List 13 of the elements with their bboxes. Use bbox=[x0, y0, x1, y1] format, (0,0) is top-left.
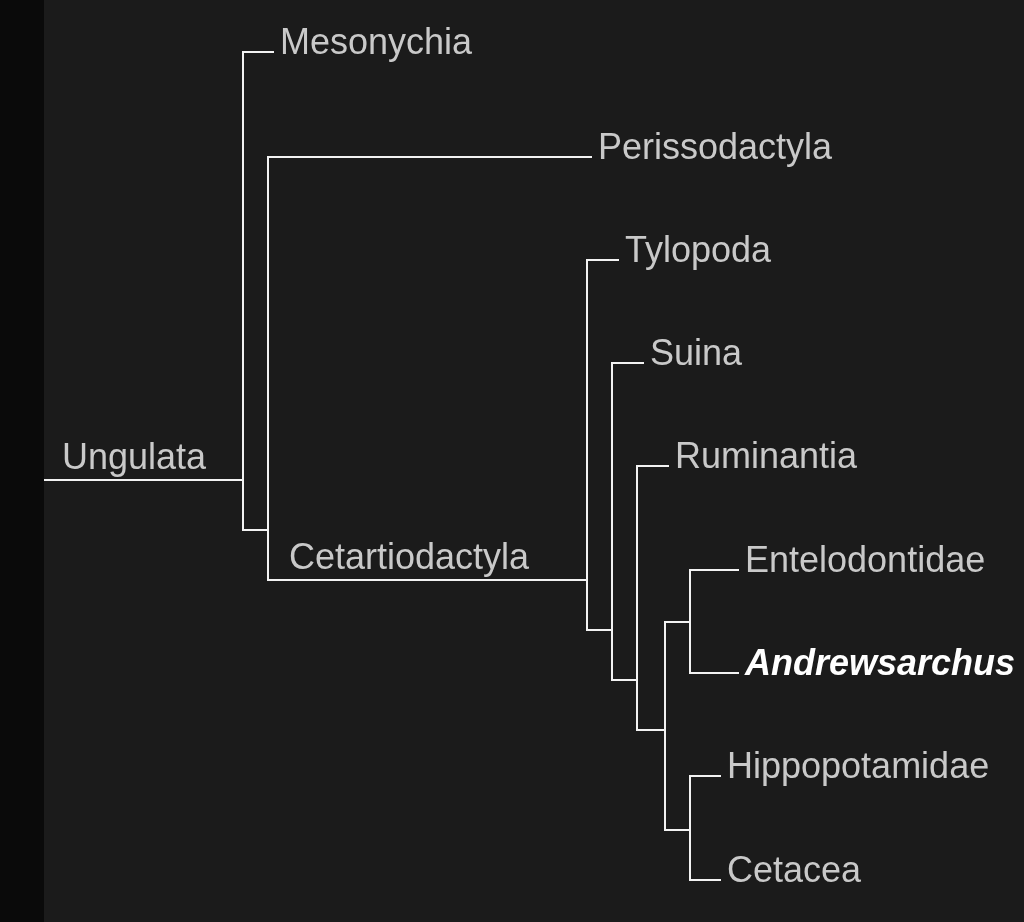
taxon-label: Hippopotamidae bbox=[721, 748, 990, 784]
taxon-label: Andrewsarchus bbox=[739, 645, 1016, 681]
clade-label: Ungulata bbox=[44, 439, 237, 481]
taxon-label: Cetacea bbox=[721, 852, 862, 888]
clade-label: Cetartiodactyla bbox=[282, 539, 581, 581]
taxon-label: Entelodontidae bbox=[739, 542, 986, 578]
taxon-label: Tylopoda bbox=[619, 232, 772, 268]
branch-line bbox=[580, 579, 722, 881]
taxon-label: Suina bbox=[644, 335, 743, 371]
taxon-label: Ruminantia bbox=[669, 438, 858, 474]
branch-line bbox=[236, 479, 283, 581]
taxon-label: Perissodactyla bbox=[592, 129, 833, 165]
taxon-label: Mesonychia bbox=[274, 24, 473, 60]
